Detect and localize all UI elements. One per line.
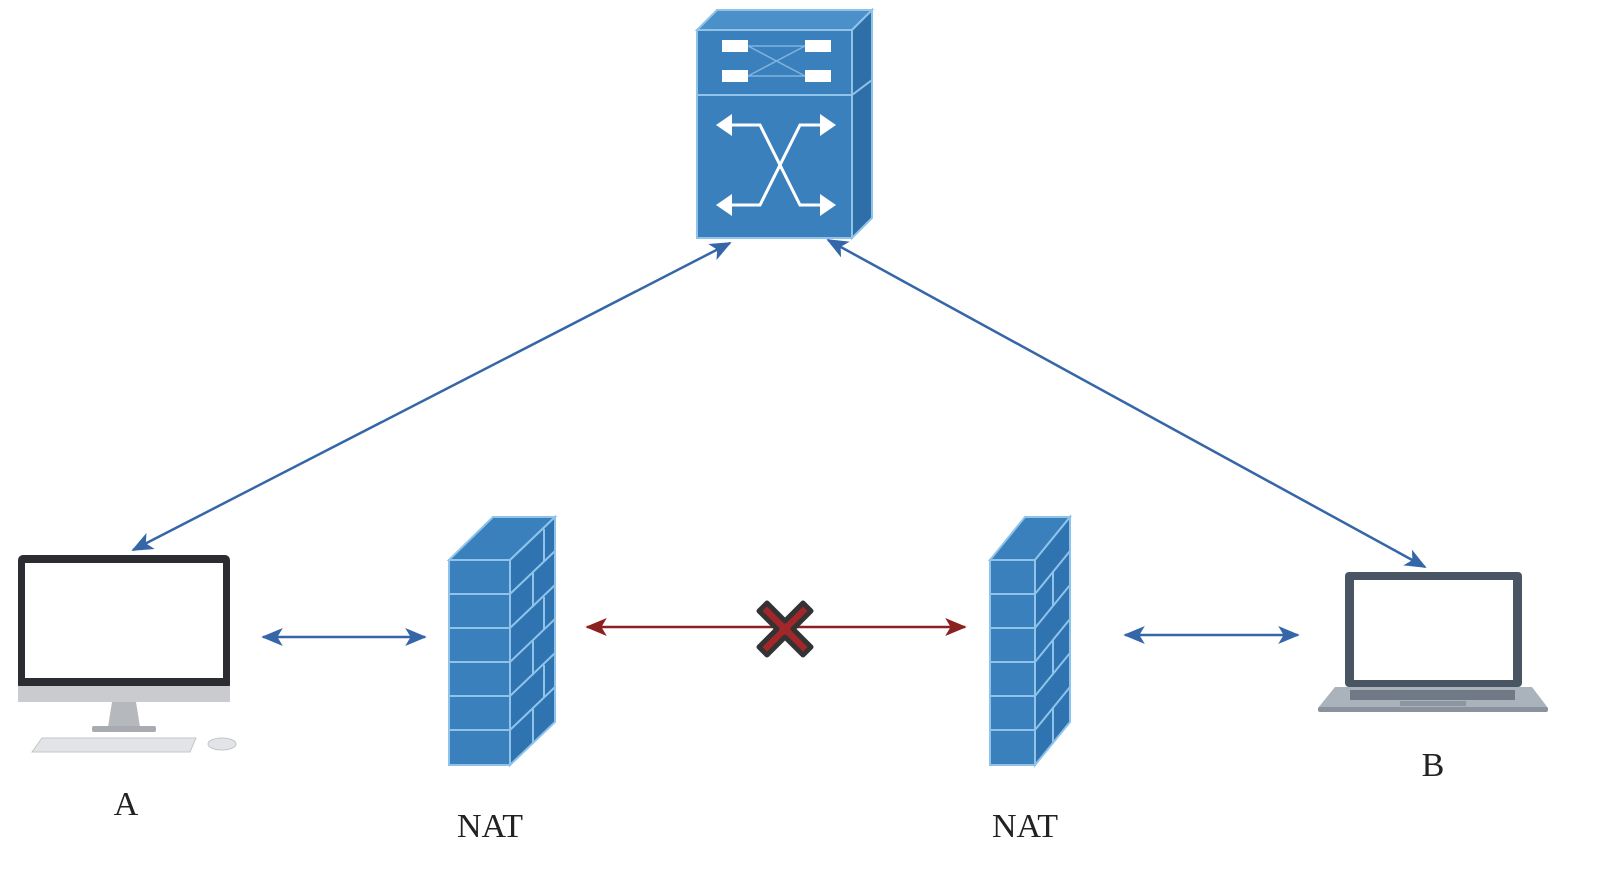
nat-right-label: NAT: [992, 808, 1058, 845]
link-a-to-relay: [131, 241, 732, 552]
host-b-label: B: [1422, 747, 1445, 784]
nat-left-label: NAT: [457, 808, 523, 845]
blocked-cross-icon: [756, 600, 814, 658]
firewall-icon: [446, 514, 558, 768]
firewall-icon: [987, 514, 1073, 768]
desktop-computer-icon: [18, 555, 237, 753]
laptop-icon: [1318, 572, 1548, 712]
switch-icon: [694, 7, 875, 241]
host-a-label: A: [114, 786, 139, 823]
link-b-to-relay: [826, 238, 1427, 569]
